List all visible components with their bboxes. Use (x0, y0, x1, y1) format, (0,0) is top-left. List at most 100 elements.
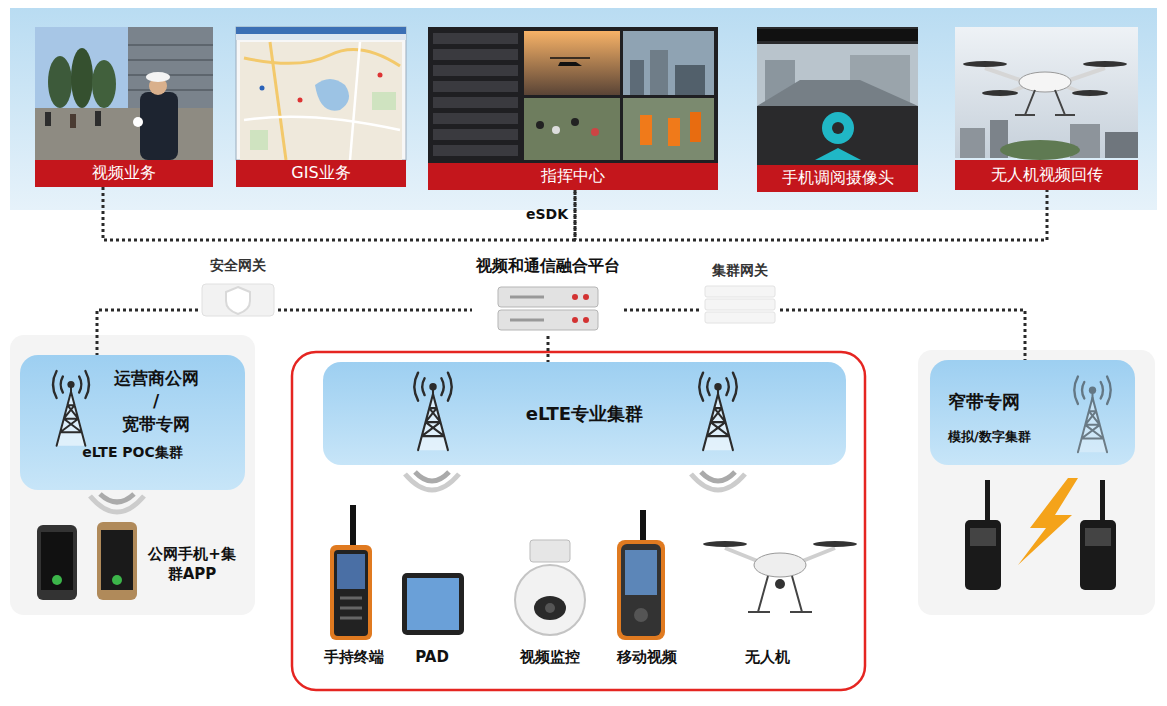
dotted-connector (278, 309, 472, 312)
gis-screenshot (240, 42, 402, 160)
handheld-terminal (340, 598, 362, 618)
phone-camera-screenshot (757, 27, 918, 166)
public-network-panel (112, 575, 122, 585)
drone-device (703, 541, 857, 612)
network-text: 模拟/数字集群 (948, 428, 1135, 446)
security-gateway-icon (202, 284, 274, 316)
trunk-gateway-icon (705, 312, 775, 323)
caption-bar: GIS业务 (236, 160, 406, 187)
security-gateway-icon (226, 287, 250, 314)
drone-photo (982, 90, 1018, 96)
platform-node: 视频和通信融合平台 (472, 256, 624, 336)
trunk-gateway-icon (705, 286, 775, 323)
dome-camera (545, 603, 555, 613)
device-label-box: PAD (404, 648, 460, 668)
dome-camera (534, 596, 566, 620)
drone-device (775, 579, 785, 589)
command-center-screenshot (630, 60, 644, 95)
gateway-node: 安全网关 (198, 255, 278, 320)
dotted-connector (575, 190, 1047, 240)
narrowband-panel (1100, 480, 1105, 522)
mobile-video-device (640, 510, 646, 545)
caption-text: 视频业务 (92, 163, 156, 184)
device-label: 手持终端 (316, 648, 392, 668)
narrowband-panel (985, 480, 990, 522)
public-network-panel (97, 522, 137, 600)
caption-text: 指挥中心 (541, 166, 605, 187)
drone-photo (1015, 90, 1075, 115)
gis-screenshot (236, 27, 406, 34)
caption-text: GIS业务 (291, 163, 350, 184)
narrowband-panel (930, 360, 1135, 465)
photo-video-service (92, 60, 116, 108)
command-center-screenshot (433, 81, 518, 92)
gis-screenshot (298, 98, 303, 103)
device-label: 视频监控 (508, 648, 592, 668)
drone-device (703, 541, 747, 547)
public-network-panel (90, 496, 144, 512)
trunk-gateway-icon (705, 286, 775, 297)
photo-video-service (71, 48, 93, 108)
public-network-panel (10, 335, 255, 615)
public-network-panel (101, 530, 133, 590)
handheld-terminal (337, 554, 365, 589)
network-text: 窄带专网 (948, 390, 1135, 414)
phone-camera-screenshot (757, 44, 918, 106)
gis-screenshot (372, 92, 396, 110)
device-label-box: 视频监控 (508, 648, 592, 668)
interface-label-box: eSDK (518, 205, 568, 223)
drone-photo (1000, 140, 1080, 160)
drone-photo (955, 27, 1138, 158)
drone-device (748, 576, 812, 612)
gis-screenshot (236, 27, 406, 160)
dotted-connector (547, 336, 550, 362)
command-center-screenshot (668, 118, 680, 146)
public-network-panel (100, 494, 134, 502)
network-text: eLTE POC集群 (16, 444, 249, 462)
narrowband-panel (965, 520, 1001, 590)
photo-video-service (146, 72, 170, 82)
drone-photo (1105, 132, 1138, 158)
server-icon (498, 287, 598, 330)
handheld-terminal (330, 545, 372, 640)
device-label-box: 手持终端 (316, 648, 392, 668)
photo-video-service (45, 112, 51, 126)
private-trunk-panel (699, 373, 736, 450)
command-center-screenshot (640, 115, 652, 145)
command-center-screenshot (428, 27, 718, 163)
server-icon (583, 317, 589, 323)
narrowband-panel (1080, 520, 1116, 590)
command-center-screenshot (428, 27, 718, 163)
drone-photo (955, 27, 1138, 160)
network-box: eLTE专业集群 (323, 362, 846, 465)
phone-camera-screenshot (757, 80, 918, 106)
command-center-screenshot (433, 145, 518, 156)
photo-video-service (95, 111, 101, 126)
dome-camera (515, 540, 585, 635)
photo-video-service (140, 92, 178, 160)
command-center-screenshot (433, 49, 518, 60)
phone-camera-screenshot (832, 122, 844, 134)
dotted-connector (103, 187, 575, 240)
drone-photo (1019, 72, 1071, 92)
security-gateway-icon (202, 284, 274, 316)
private-trunk-panel (414, 373, 451, 450)
phone-camera-screenshot (815, 148, 861, 160)
interface-label: eSDK (518, 205, 568, 223)
gis-screenshot (270, 42, 286, 160)
command-center-screenshot (536, 121, 544, 129)
gateway-label: 安全网关 (210, 257, 266, 275)
photo-video-service (128, 45, 213, 90)
drone-device (813, 541, 857, 547)
private-trunk-panel (691, 474, 745, 490)
caption-bar: 视频业务 (35, 160, 213, 187)
private-trunk-panel (292, 352, 865, 690)
narrowband-panel (1085, 528, 1111, 546)
dotted-connector (780, 310, 1025, 360)
command-center-screenshot (623, 31, 714, 95)
narrowband-panel (970, 528, 996, 546)
drone-device (754, 553, 806, 577)
private-trunk-panel (292, 352, 865, 690)
network-box: 窄带专网模拟/数字集群 (930, 360, 1135, 465)
